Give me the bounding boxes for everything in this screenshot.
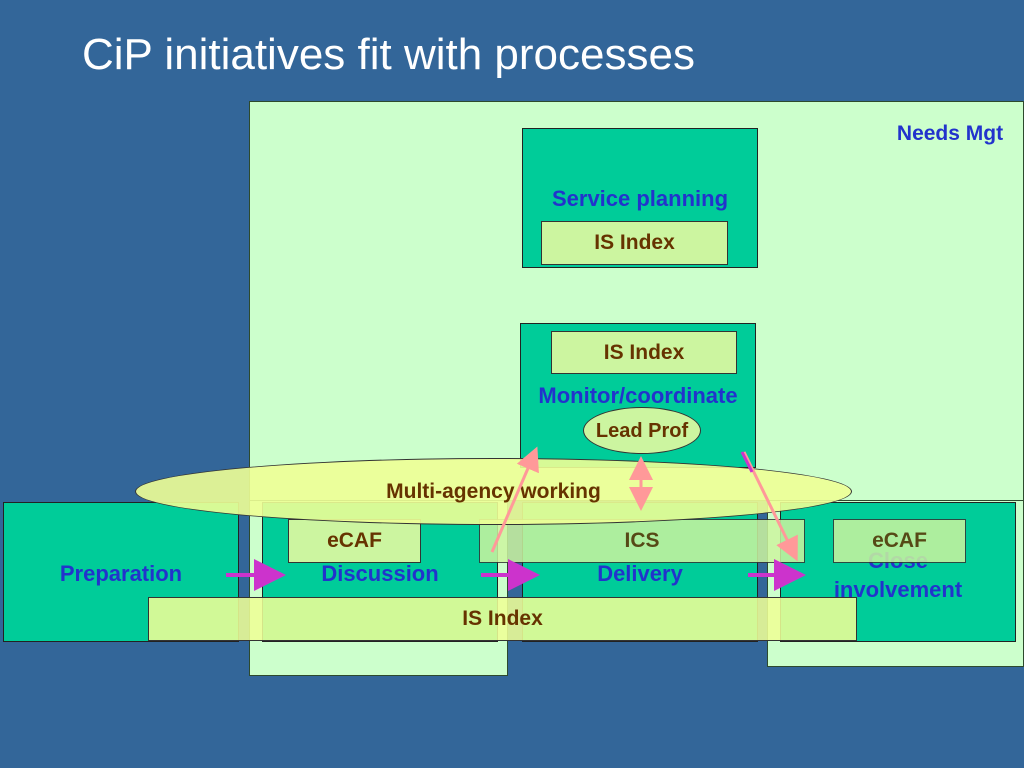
ecaf-close-tool: eCAF: [833, 519, 966, 563]
slide-title: CiP initiatives fit with processes: [82, 30, 695, 79]
delivery-label: Delivery: [597, 561, 683, 586]
preparation-label: Preparation: [59, 561, 183, 586]
ics-tool: ICS: [479, 519, 805, 563]
is-index-service-planning: IS Index: [541, 221, 728, 265]
is-index-monitor: IS Index: [551, 331, 737, 374]
multi-agency-working-ellipse: Multi-agency working: [135, 458, 852, 525]
discussion-label: Discussion: [321, 561, 439, 586]
lead-prof-ellipse: Lead Prof: [583, 407, 701, 454]
needs-mgt-label: Needs Mgt: [896, 122, 1004, 145]
service-planning-label: Service planning: [551, 186, 729, 211]
ecaf-discussion-tool: eCAF: [288, 519, 421, 563]
is-index-bottom-bar: IS Index: [148, 597, 857, 641]
monitor-coordinate-label: Monitor/coordinate: [538, 383, 738, 408]
